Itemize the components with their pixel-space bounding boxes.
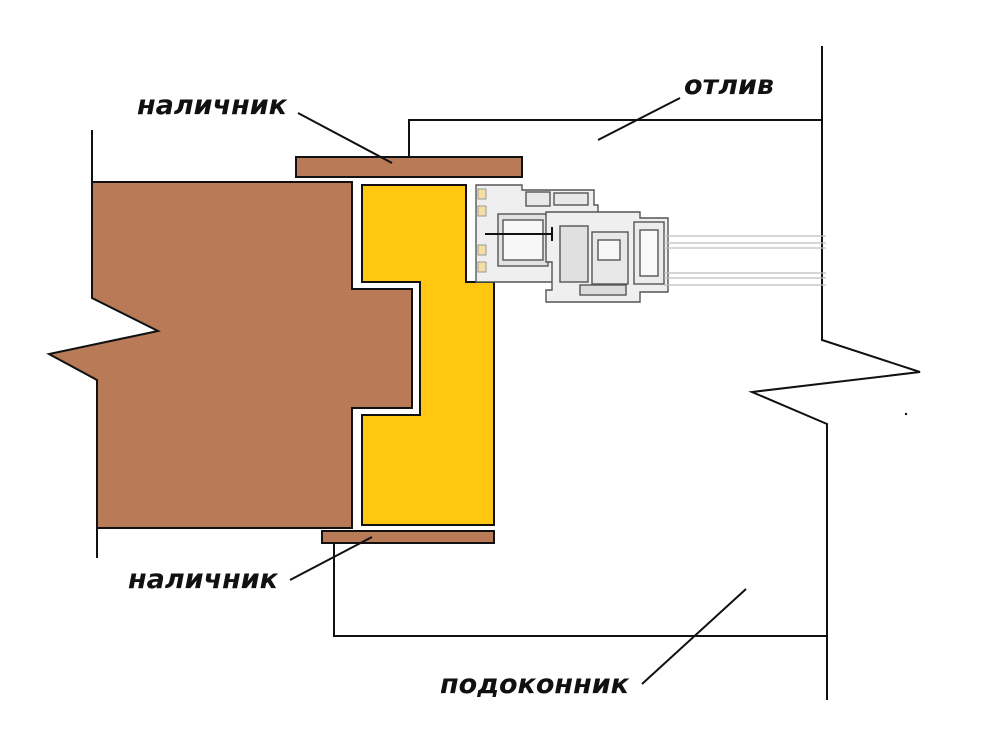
label-casing-top: наличник	[137, 90, 288, 121]
leader-window-sill	[641, 588, 747, 685]
casing-bottom	[321, 530, 495, 544]
drip-sill-outline	[408, 119, 822, 157]
dot-mark	[904, 412, 908, 416]
leader-drip-sill	[597, 97, 681, 141]
insulation-foam	[361, 184, 495, 526]
leader-casing-top	[297, 112, 393, 164]
label-drip-sill: отлив	[684, 70, 774, 101]
wall-section	[46, 181, 413, 529]
window-sill-outline	[333, 543, 828, 637]
glass-unit	[664, 235, 826, 286]
label-window-sill: подоконник	[440, 669, 629, 700]
label-casing-bottom: наличник	[128, 564, 279, 595]
casing-top	[295, 156, 523, 178]
leader-casing-bottom	[289, 536, 373, 581]
right-wall-line	[748, 46, 921, 700]
window-profile-icon	[475, 184, 669, 303]
seal-strips	[477, 188, 487, 273]
